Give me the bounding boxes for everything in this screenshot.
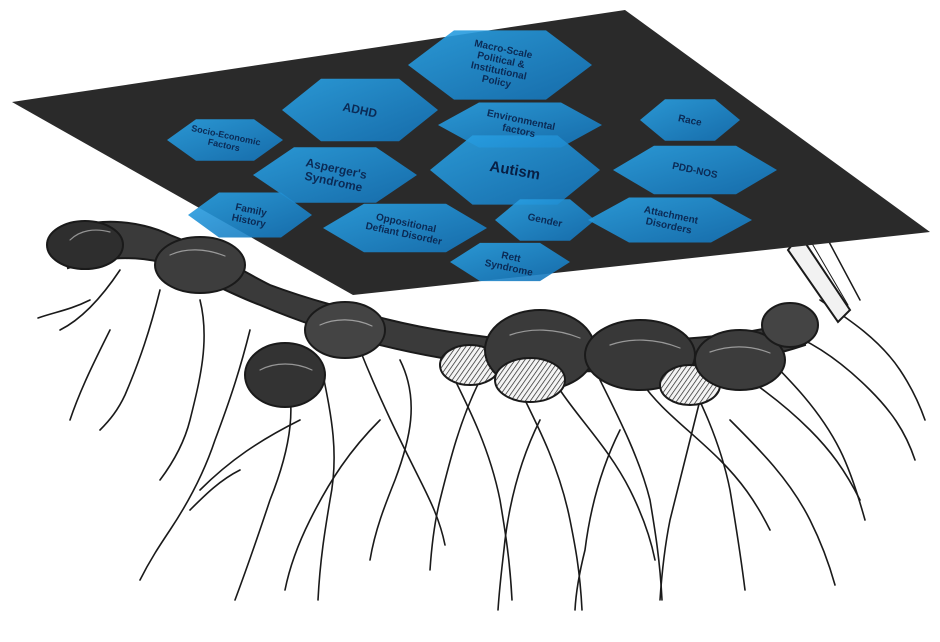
diagram-stage: Macro-ScalePolitical &InstitutionalPolic… xyxy=(0,0,940,642)
roots-and-plate-diagram: Macro-ScalePolitical &InstitutionalPolic… xyxy=(0,0,940,642)
